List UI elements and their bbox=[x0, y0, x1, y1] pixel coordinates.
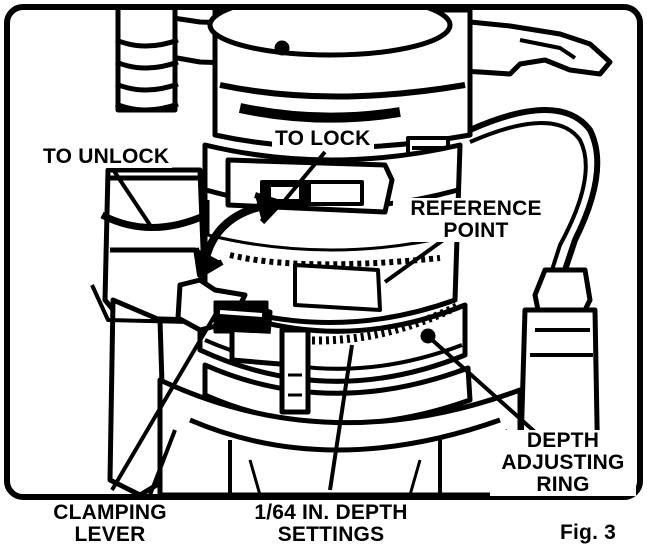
motor-housing bbox=[207, 10, 473, 188]
label-settings-line-1: 1/64 IN. DEPTH bbox=[254, 501, 408, 524]
label-reference-point: REFERENCE POINT bbox=[393, 198, 559, 242]
leader-depth-settings bbox=[328, 344, 354, 491]
lock-arrow bbox=[193, 192, 283, 278]
label-depth-line-3: RING bbox=[536, 473, 590, 496]
label-clamping-line-1: CLAMPING bbox=[53, 501, 167, 524]
label-clamping-line-2: LEVER bbox=[74, 523, 146, 546]
label-clamping-lever: CLAMPING LEVER bbox=[40, 502, 180, 546]
figure-caption: Fig. 3 bbox=[560, 521, 617, 544]
label-depth-line-2: ADJUSTING bbox=[501, 451, 625, 474]
leader-clamping bbox=[110, 313, 217, 492]
clamping-lever-shape bbox=[175, 277, 311, 415]
label-depth-settings: 1/64 IN. DEPTH SETTINGS bbox=[226, 502, 436, 546]
label-depth-adjusting-ring: DEPTH ADJUSTING RING bbox=[490, 430, 636, 496]
label-depth-line-1: DEPTH bbox=[526, 429, 600, 452]
label-to-lock: TO LOCK bbox=[272, 128, 374, 150]
label-to-unlock: TO UNLOCK bbox=[40, 146, 173, 168]
leader-depth-ring bbox=[428, 336, 537, 434]
label-reference-line-2: POINT bbox=[443, 219, 509, 242]
label-reference-line-1: REFERENCE bbox=[410, 197, 542, 220]
leader-to-lock bbox=[283, 150, 327, 202]
leader-lines bbox=[110, 150, 537, 492]
leader-to-unlock bbox=[110, 166, 152, 227]
label-settings-line-2: SETTINGS bbox=[277, 523, 385, 546]
